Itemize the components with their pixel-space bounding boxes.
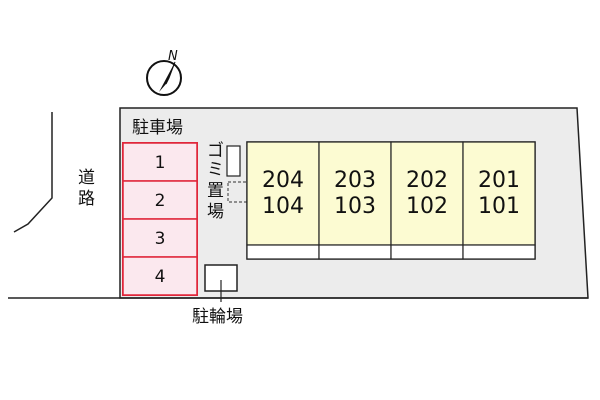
parking-spot — [122, 218, 198, 258]
garbage-area: ゴ ミ 置 場 — [207, 140, 251, 222]
parking-spot-number: 4 — [155, 267, 166, 287]
unit-number-lower: 102 — [406, 194, 448, 219]
road-label-char-1: 道 — [78, 168, 95, 188]
unit-number-upper: 203 — [334, 168, 376, 193]
parking-lot: 1 2 3 4 — [122, 142, 198, 296]
road-label-char-2: 路 — [78, 189, 95, 209]
unit-number-lower: 103 — [334, 194, 376, 219]
unit-number-lower: 104 — [262, 194, 304, 219]
compass-icon: N — [146, 49, 182, 96]
unit-number-lower: 101 — [478, 194, 520, 219]
parking-spot-number: 1 — [155, 153, 166, 173]
parking-spot — [122, 142, 198, 182]
garbage-label-char-2: ミ — [207, 160, 224, 180]
garbage-bin — [226, 145, 241, 177]
parking-title: 駐車場 — [132, 118, 183, 138]
unit-balcony — [462, 244, 536, 260]
compass-north-label: N — [168, 49, 178, 64]
unit-balcony — [246, 244, 320, 260]
garbage-label-char-1: ゴ — [207, 140, 224, 161]
parking-spot — [122, 256, 198, 296]
unit-balcony — [390, 244, 464, 260]
unit-block — [318, 141, 392, 246]
bicycle-parking-label: 駐輪場 — [192, 307, 243, 327]
parking-spot-number: 3 — [155, 229, 166, 249]
unit-block — [246, 141, 320, 246]
garbage-label-char-4: 場 — [207, 202, 224, 222]
unit-number-upper: 204 — [262, 168, 304, 193]
unit-number-upper: 202 — [406, 168, 448, 193]
unit-block — [462, 141, 536, 246]
unit-number-upper: 201 — [478, 168, 520, 193]
unit-block — [390, 141, 464, 246]
parking-spot-number: 2 — [155, 191, 166, 211]
bicycle-parking: 駐輪場 — [192, 264, 243, 327]
garbage-label-char-3: 置 — [207, 181, 224, 201]
unit-balcony — [318, 244, 392, 260]
road-edge-line — [13, 112, 53, 233]
